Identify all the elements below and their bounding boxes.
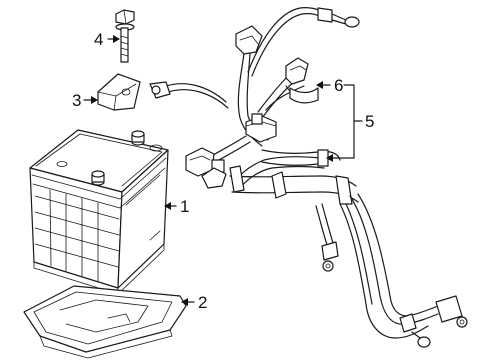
- battery-cable-harness[interactable]: [149, 7, 468, 348]
- callout-2: 2: [198, 293, 207, 312]
- callout-3: 3: [72, 91, 81, 110]
- callout-5: 5: [365, 112, 374, 131]
- battery-tray[interactable]: [23, 285, 187, 359]
- cable-clip[interactable]: [285, 57, 319, 104]
- terminal-cover[interactable]: [97, 73, 141, 111]
- leader-lines: [83, 35, 363, 306]
- callout-4: 4: [94, 30, 103, 49]
- battery[interactable]: [29, 129, 169, 295]
- bolt[interactable]: [115, 9, 135, 63]
- callout-1: 1: [180, 197, 189, 216]
- callout-6: 6: [334, 76, 343, 95]
